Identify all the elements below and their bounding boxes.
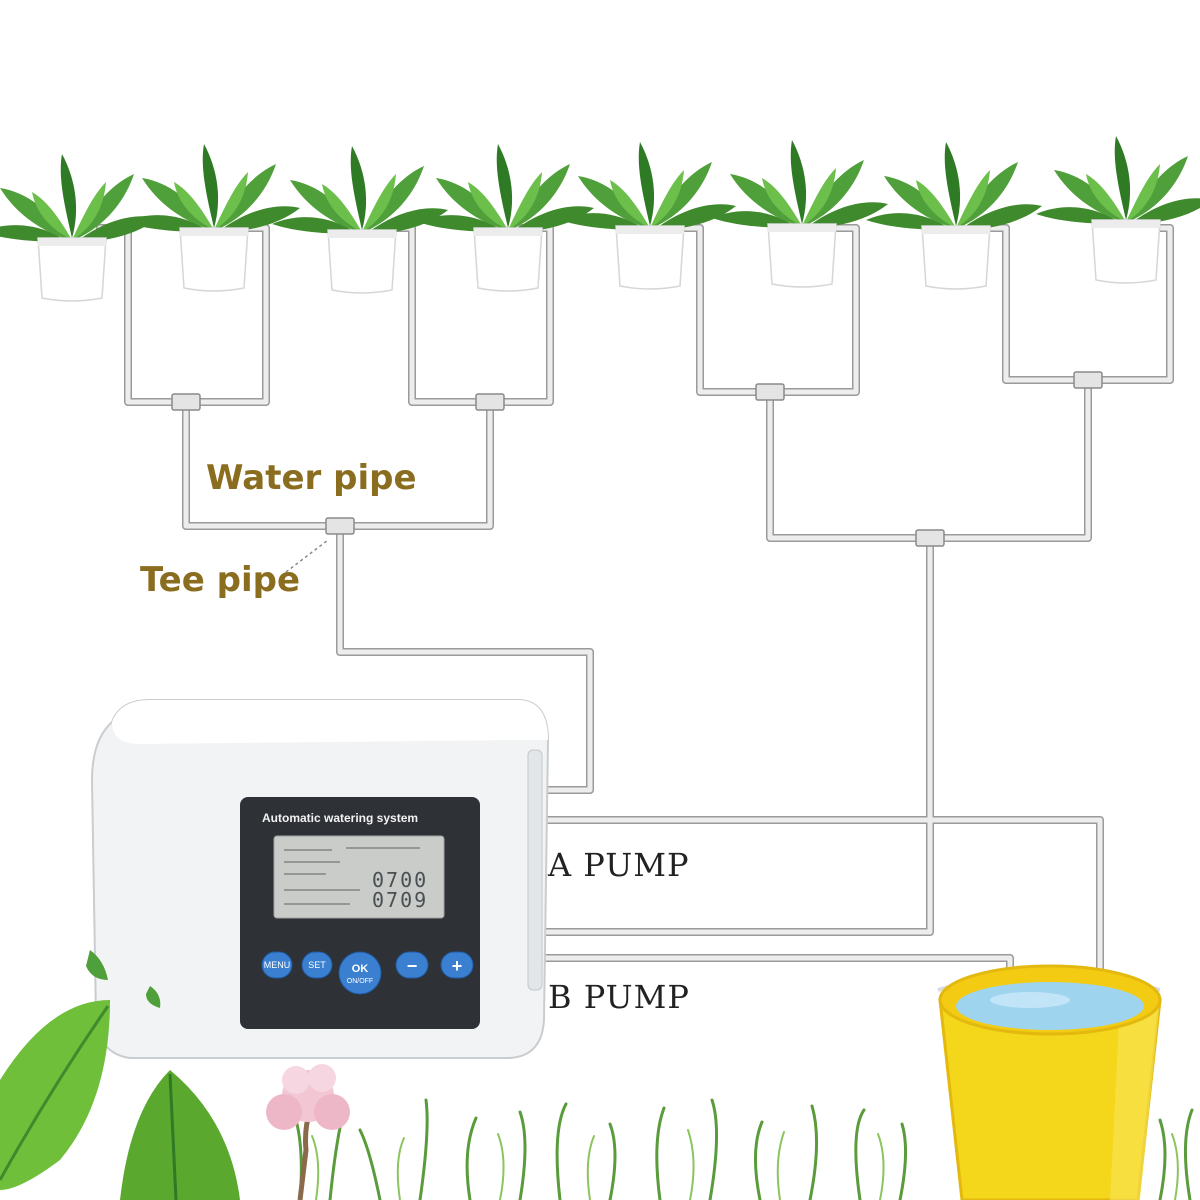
potted-plant-icon <box>123 143 301 292</box>
lcd-reading-2: 0709 <box>372 888 429 912</box>
plus-button[interactable] <box>440 951 474 979</box>
pump-b-label: B PUMP <box>548 978 690 1016</box>
pink-tree-icon <box>266 1064 350 1200</box>
set-button-label: SET <box>308 960 326 970</box>
grass-icon <box>294 1098 1194 1200</box>
potted-plant-icon <box>271 145 449 294</box>
menu-button[interactable] <box>261 951 293 979</box>
potted-plant-icon <box>0 153 159 302</box>
ok-on-off-button[interactable] <box>338 951 382 995</box>
watering-controller <box>90 699 550 1059</box>
leaf-icon <box>0 950 240 1200</box>
minus-button-label: − <box>406 956 418 976</box>
water-pipe-label: Water pipe <box>206 458 417 498</box>
on-off-button-label: ON/OFF <box>346 978 374 985</box>
minus-button[interactable] <box>395 951 429 979</box>
set-button[interactable] <box>301 951 333 979</box>
plus-button-label: + <box>451 956 463 976</box>
controller-title: Automatic watering system <box>262 811 419 825</box>
menu-button-label: MENU <box>263 960 291 970</box>
potted-plants <box>0 135 1200 302</box>
lcd-reading-1: 0700 <box>372 868 429 892</box>
potted-plant-icon <box>711 139 889 288</box>
potted-plant-icon <box>1035 135 1200 284</box>
ok-button-label: OK <box>351 963 369 975</box>
tee-pipe-label: Tee pipe <box>140 560 301 600</box>
tee-pipe-pointer <box>285 539 329 573</box>
pump-a-label: A PUMP <box>548 846 690 884</box>
potted-plant-icon <box>559 141 737 290</box>
tee-connectors <box>171 371 1103 547</box>
water-bucket-icon <box>937 964 1162 1200</box>
potted-plant-icon <box>865 141 1043 290</box>
